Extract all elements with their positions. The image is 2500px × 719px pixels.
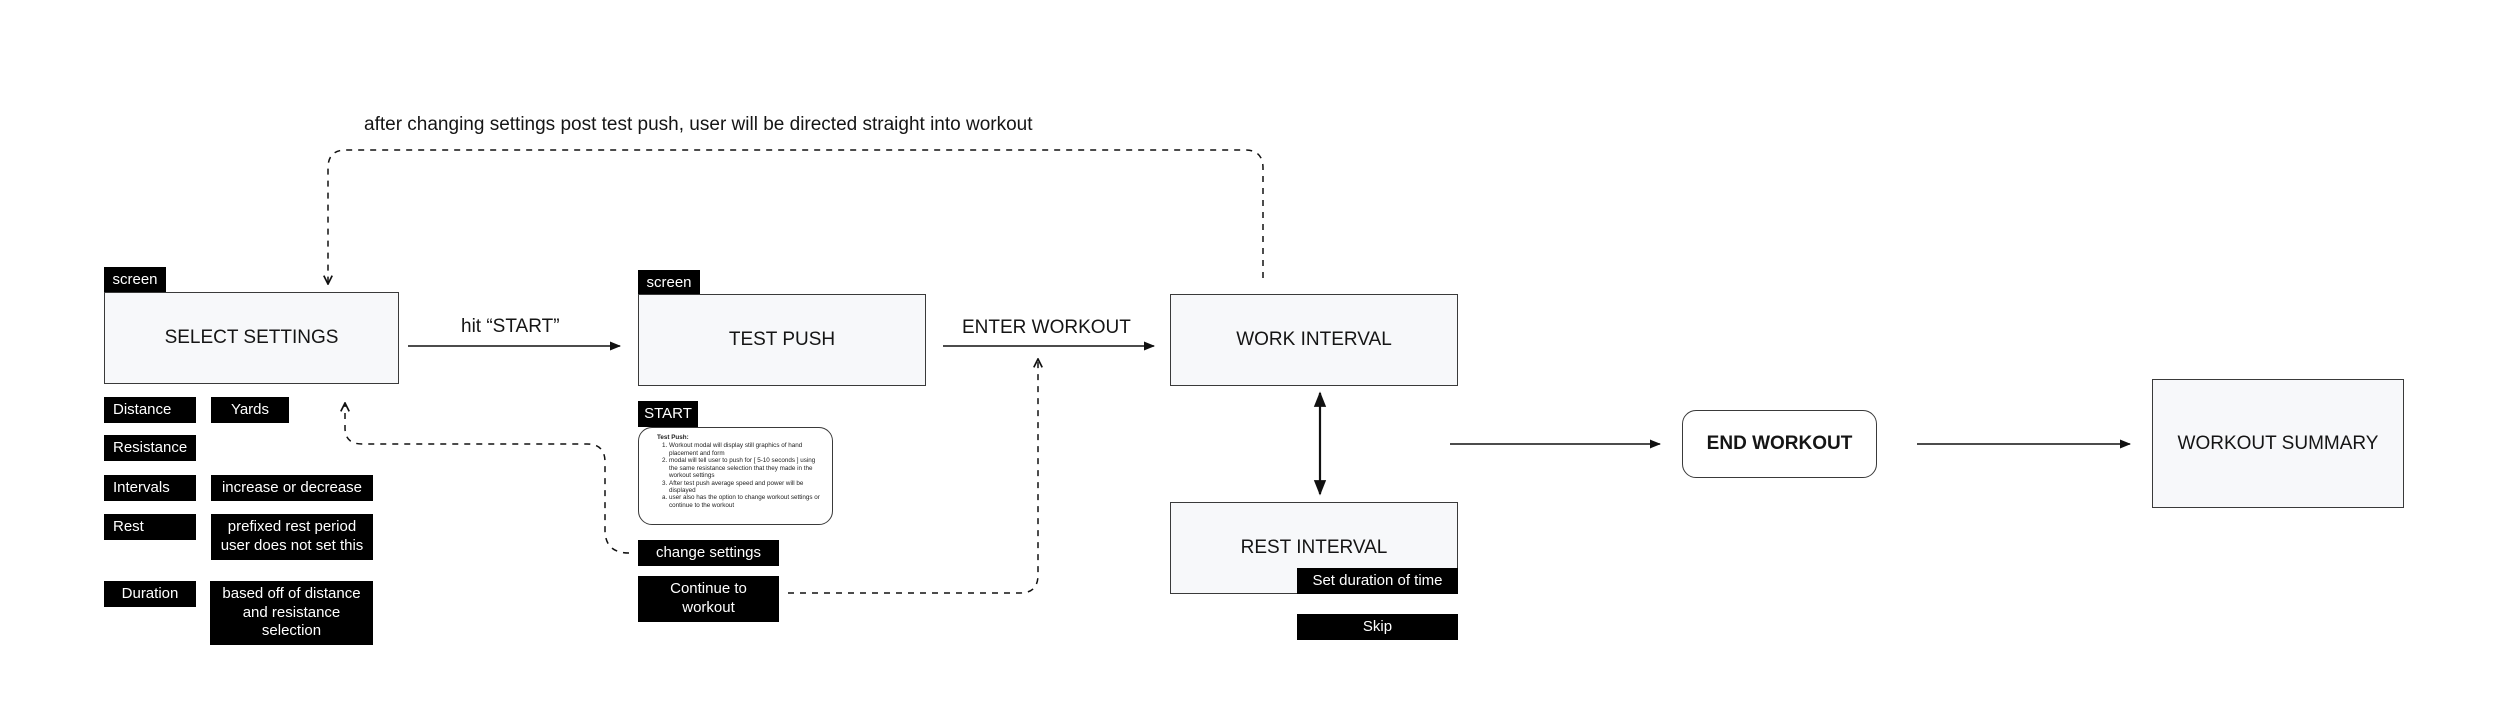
field-rest: Rest bbox=[104, 514, 196, 540]
note-sub-step: user also has the option to change worko… bbox=[669, 494, 822, 509]
note-title: Test Push: bbox=[657, 434, 689, 441]
field-rest-desc: prefixed rest period user does not set t… bbox=[211, 514, 373, 560]
dashed-return-to-settings-top bbox=[328, 149, 1264, 283]
note-step-1: Workout modal will display still graphic… bbox=[669, 442, 822, 457]
select-settings-node[interactable]: SELECT SETTINGS bbox=[104, 292, 399, 384]
screen-tag-select-settings: screen bbox=[104, 267, 166, 293]
dashed-change-settings-to-select bbox=[345, 404, 630, 554]
edge-label-enter-workout: ENTER WORKOUT bbox=[962, 317, 1131, 338]
note-step-2: modal will tell user to push for [ 5-10 … bbox=[669, 457, 822, 479]
note-step-3: After test push average speed and power … bbox=[669, 480, 822, 495]
test-push-node[interactable]: TEST PUSH bbox=[638, 294, 926, 386]
top-note: after changing settings post test push, … bbox=[364, 114, 1033, 135]
dashed-continue-to-enter-workout bbox=[788, 360, 1038, 594]
start-tag: START bbox=[638, 401, 698, 427]
change-settings-button[interactable]: change settings bbox=[638, 540, 779, 566]
end-workout-node[interactable]: END WORKOUT bbox=[1682, 410, 1877, 478]
field-intervals-desc: increase or decrease bbox=[211, 475, 373, 501]
continue-to-workout-button[interactable]: Continue to workout bbox=[638, 576, 779, 622]
test-push-note-card: Test Push: Workout modal will display st… bbox=[638, 427, 833, 525]
set-duration-button[interactable]: Set duration of time bbox=[1297, 568, 1458, 594]
work-interval-node[interactable]: WORK INTERVAL bbox=[1170, 294, 1458, 386]
edge-label-hit-start: hit “START” bbox=[461, 316, 560, 337]
field-yards: Yards bbox=[211, 397, 289, 423]
field-duration-desc: based off of distance and resistance sel… bbox=[210, 581, 373, 645]
field-duration: Duration bbox=[104, 581, 196, 607]
field-intervals: Intervals bbox=[104, 475, 196, 501]
screen-tag-test-push: screen bbox=[638, 270, 700, 296]
field-resistance: Resistance bbox=[104, 435, 196, 461]
skip-button[interactable]: Skip bbox=[1297, 614, 1458, 640]
workout-summary-node[interactable]: WORKOUT SUMMARY bbox=[2152, 379, 2404, 508]
field-distance: Distance bbox=[104, 397, 196, 423]
